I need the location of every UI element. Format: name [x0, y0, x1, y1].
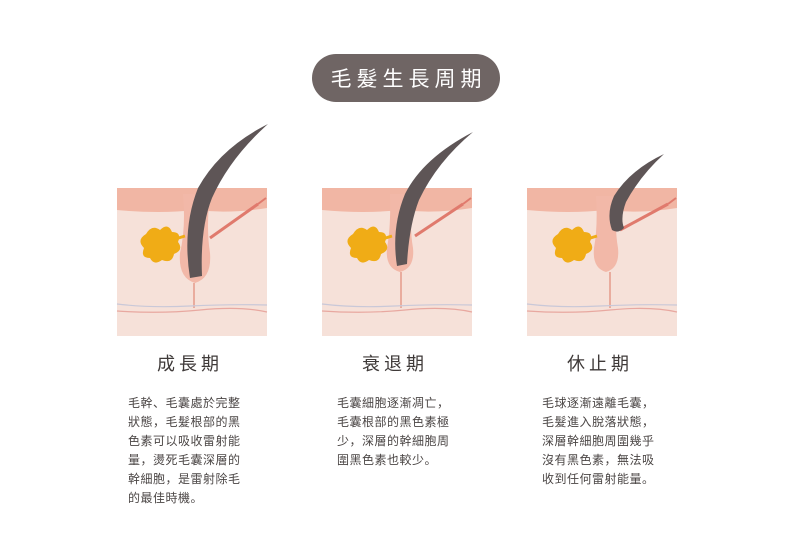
hair-shaft: [187, 124, 268, 278]
diagram-title: 毛髮生長周期: [330, 67, 487, 91]
sebaceous-gland: [552, 226, 593, 263]
stage-name: 衰退期: [362, 354, 428, 375]
stage-description: 毛幹、毛囊處於完整狀態，毛髮根部的黑色素可以吸收雷射能量，燙死毛囊深層的幹細胞，…: [128, 396, 241, 505]
sebaceous-gland: [140, 226, 181, 263]
stage-description: 毛囊細胞逐漸凋亡，毛囊根部的黑色素極少，深層的幹細胞周圍黑色素也較少。: [337, 396, 450, 467]
sebaceous-gland: [347, 226, 388, 263]
telogen-illustration: [500, 118, 700, 338]
stage-name: 成長期: [157, 354, 223, 375]
stage-name: 休止期: [567, 354, 633, 375]
arrector-muscle: [619, 202, 669, 232]
catagen-illustration: [295, 118, 495, 338]
hair-shaft: [395, 132, 473, 266]
hair-shaft: [609, 154, 664, 232]
arrector-muscle: [414, 202, 464, 238]
arrector-muscle: [209, 202, 259, 240]
stage-description: 毛球逐漸遠離毛囊，毛髮進入脫落狀態，深層幹細胞周圍幾乎沒有黑色素，無法吸收到任何…: [542, 396, 655, 486]
anagen-illustration: [90, 118, 290, 338]
title-badge: 毛髮生長周期: [312, 54, 500, 102]
